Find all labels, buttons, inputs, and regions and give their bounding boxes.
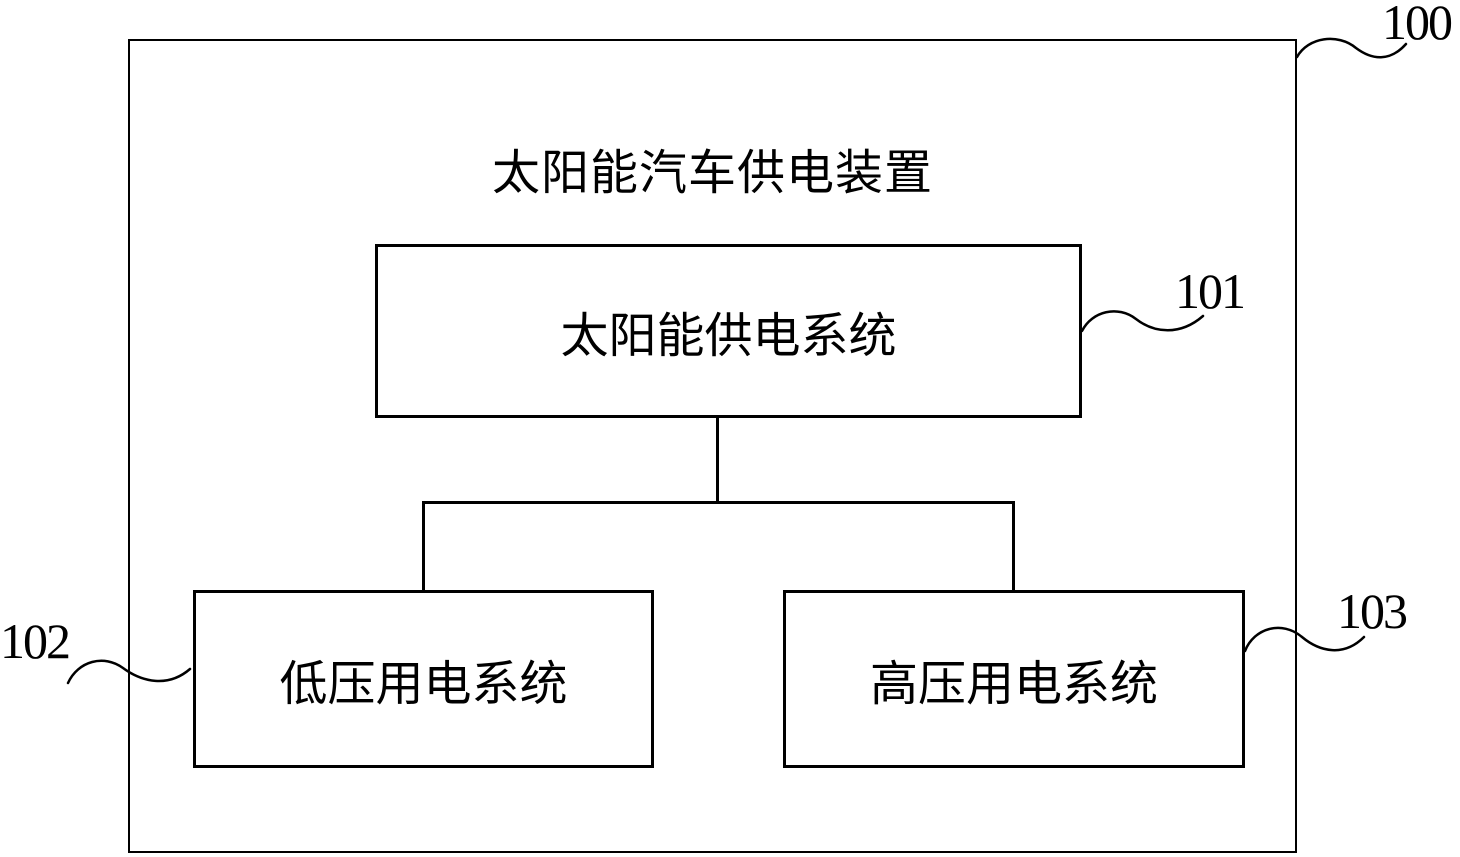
node-low-label: 低压用电系统 <box>279 658 568 711</box>
device-boundary-box <box>128 39 1297 853</box>
node-low-voltage-system: 低压用电系统 <box>193 590 654 768</box>
connector-stem-line <box>716 418 719 503</box>
ref-label-103: 103 <box>1337 583 1408 639</box>
ref-label-101: 101 <box>1175 263 1246 319</box>
node-high-voltage-system: 高压用电系统 <box>783 590 1245 768</box>
figure-title: 太阳能汽车供电装置 <box>491 147 933 200</box>
connector-horizontal-line <box>422 501 1015 504</box>
node-solar-label: 太阳能供电系统 <box>560 310 897 363</box>
connector-right-drop-line <box>1012 501 1015 590</box>
node-high-label: 高压用电系统 <box>869 658 1158 711</box>
node-solar-power-supply-system: 太阳能供电系统 <box>375 244 1082 418</box>
ref-label-100: 100 <box>1382 0 1453 50</box>
ref-label-102: 102 <box>0 613 71 669</box>
connector-left-drop-line <box>422 501 425 590</box>
